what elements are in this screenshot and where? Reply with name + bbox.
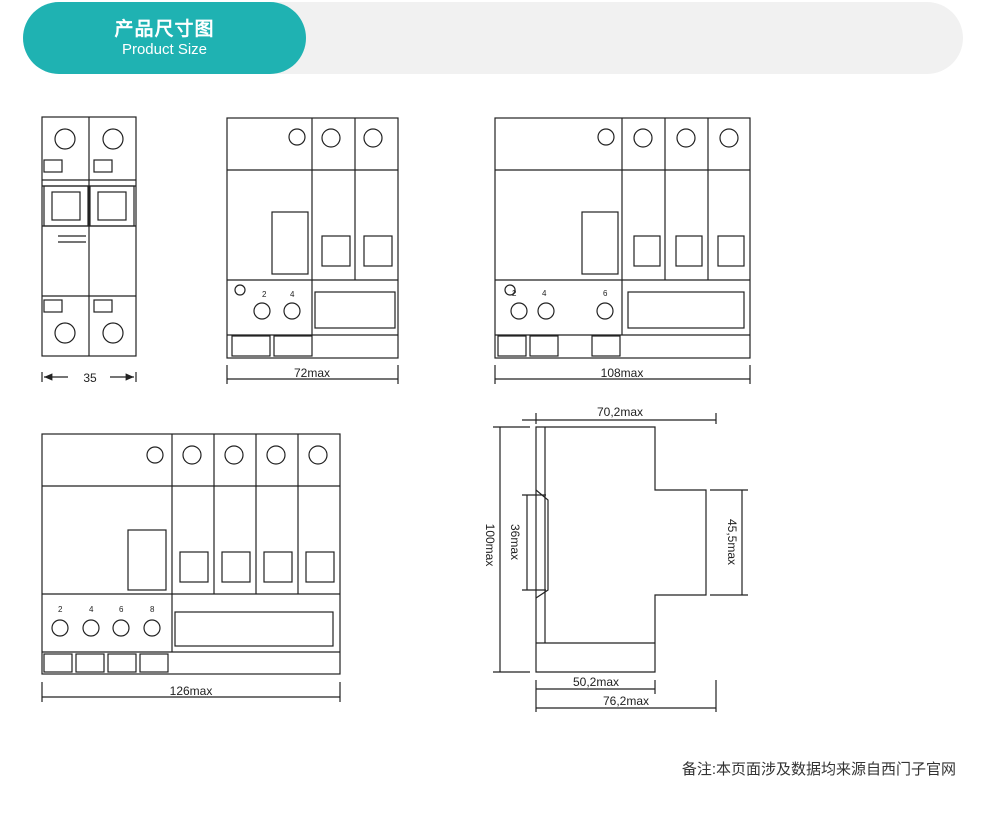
section-title: 产品尺寸图	[114, 18, 215, 40]
terminal-label: 8	[150, 605, 155, 614]
terminal-label: 4	[89, 605, 94, 614]
terminal-label: 6	[603, 289, 608, 298]
dim-35: 35	[83, 371, 97, 385]
dim-50-2max: 50,2max	[573, 675, 619, 689]
terminal-label: 6	[119, 605, 124, 614]
drawing-2p-side	[41, 116, 137, 382]
drawing-126max	[41, 433, 341, 702]
dim-100max: 100max	[483, 524, 497, 567]
drawing-side-profile	[493, 413, 748, 712]
drawing-72max	[226, 117, 399, 384]
dim-72max: 72max	[294, 366, 330, 380]
section-header: 产品尺寸图 Product Size	[23, 2, 306, 74]
drawing-108max	[494, 117, 751, 384]
dim-36max: 36max	[508, 524, 522, 560]
terminal-label: 2	[262, 290, 267, 299]
footer-note: 备注:本页面涉及数据均来源自西门子官网	[681, 761, 956, 778]
dim-45-5max: 45,5max	[725, 519, 739, 565]
dim-108max: 108max	[601, 366, 644, 380]
terminal-label: 4	[290, 290, 295, 299]
dim-76-2max: 76,2max	[603, 694, 649, 708]
dim-126max: 126max	[170, 684, 213, 698]
terminal-label: 2	[512, 289, 517, 298]
terminal-label: 2	[58, 605, 63, 614]
section-subtitle: Product Size	[121, 40, 208, 58]
dim-70-2max: 70,2max	[597, 405, 643, 419]
terminal-label: 4	[542, 289, 547, 298]
